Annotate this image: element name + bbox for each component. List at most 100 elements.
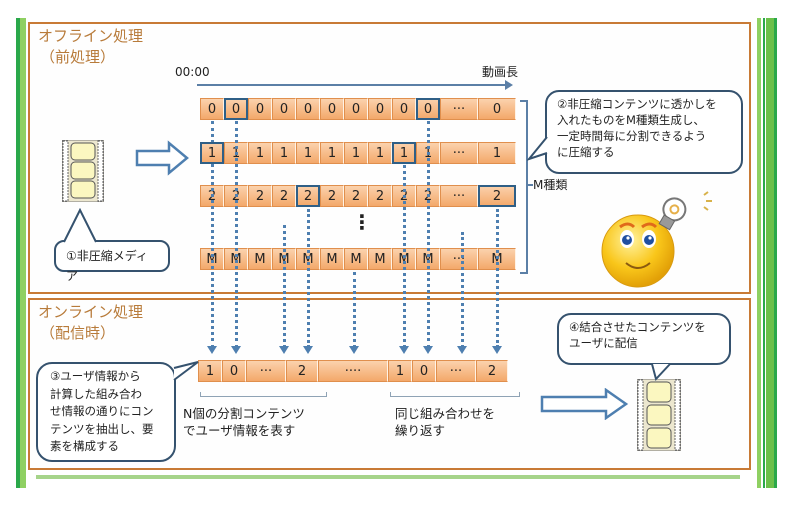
segment-cell: 1 [368,142,392,164]
segment-cell: 1 [296,142,320,164]
selected-segment-cell: 0 [224,98,248,120]
connector-arrowhead [231,346,241,354]
segment-cell: 2 [368,185,392,207]
segment-cell: 0 [344,98,368,120]
segment-cell: M [344,248,368,270]
brace-left-line: N個の分割コンテンツ [183,406,305,421]
connector-dotted-line [496,209,499,348]
output-segment-cell: 2 [286,360,318,382]
bubble3-line: 計算した組み合わ [50,386,142,401]
selected-segment-cell: 1 [392,142,416,164]
bottom-green-bar [36,475,740,479]
selected-segment-cell: 2 [478,185,516,207]
segment-cell: 0 [478,98,516,120]
connector-dotted-line [353,272,356,348]
film-icon-output [636,378,682,452]
timeline-end: 動画長 [482,65,519,79]
output-segment-cell: ··· [436,360,476,382]
bubble4-line: ④結合させたコンテンツを [569,320,706,334]
brace-right [390,392,520,397]
smiley-idea-icon [601,191,712,288]
segment-cell: 1 [248,142,272,164]
output-segment-cell: ···· [318,360,388,382]
watermark-explanation-bubble: ②非圧縮コンテンツに透かしを 入れたものをM種類生成し、 一定時間毎に分割できる… [545,90,743,174]
delivery-explanation-bubble: ④結合させたコンテンツを ユーザに配信 [557,313,731,365]
connector-dotted-line [307,209,310,348]
bubble3-line: ③ユーザ情報から [50,369,141,383]
bubble4-tail [651,363,671,381]
m-types-bracket-tick [527,184,533,186]
bubble3-line: テンツを抽出し、要 [50,421,154,436]
segment-cell: ··· [440,248,478,270]
right-green-bar-3 [766,18,774,488]
extraction-explanation-bubble: ③ユーザ情報から 計算した組み合わ せ情報の通りにコン テンツを抽出し、要 素を… [36,362,176,462]
bubble1-tail [63,208,97,243]
connector-arrowhead [207,346,217,354]
m-types-bracket [520,100,528,274]
right-green-bar-2 [763,18,765,488]
offline-title: オフライン処理 [38,27,144,45]
segment-cell: M [320,248,344,270]
segment-cell: 0 [368,98,392,120]
output-segment-cell: ··· [246,360,286,382]
segment-cell: 0 [200,98,224,120]
connector-dotted-line [461,232,464,348]
left-green-bar [16,18,20,488]
online-title: オンライン処理 [38,303,144,321]
timeline-arrow-head [505,80,513,90]
brace-left-line: でユーザ情報を表す [183,423,296,438]
connector-dotted-line [235,121,238,348]
connector-arrowhead [423,346,433,354]
bubble3-line: 素を構成する [50,439,119,453]
process-arrow-icon [135,140,189,176]
connector-dotted-line [403,165,406,348]
left-green-bar-light [20,18,26,488]
segment-cell: 2 [320,185,344,207]
right-green-bar-4 [774,18,777,488]
selected-segment-cell: 0 [416,98,440,120]
film-icon-source [61,139,105,203]
output-segment-cell: 0 [412,360,436,382]
segment-cell: 2 [248,185,272,207]
connector-arrowhead [457,346,467,354]
connector-dotted-line [427,121,430,348]
segment-cell: 0 [248,98,272,120]
segment-cell: 2 [272,185,296,207]
segment-cell: 1 [344,142,368,164]
source-media-text: ①非圧縮メディア [66,249,148,283]
bubble2-line: ②非圧縮コンテンツに透かしを [557,97,717,111]
selected-segment-cell: 1 [200,142,224,164]
source-media-label: ①非圧縮メディア [54,240,170,283]
segment-cell: 1 [320,142,344,164]
bubble3-line: せ情報の通りにコン [50,404,154,418]
online-subtitle: （配信時） [40,324,116,342]
bubble2-line: 一定時間毎に分割できるよう [557,129,707,143]
connector-arrowhead [303,346,313,354]
segment-cell: 0 [272,98,296,120]
timeline-arrow-line [197,84,507,86]
offline-subtitle: （前処理） [40,48,116,66]
segment-cell: M [368,248,392,270]
brace-right-line: 繰り返す [395,423,446,438]
segment-cell: 0 [392,98,416,120]
segment-cell: 1 [478,142,516,164]
m-types-label: M種類 [533,178,568,192]
segment-cell: 1 [272,142,296,164]
connector-dotted-line [283,225,286,348]
bubble3-tail [173,361,199,381]
segment-cell: 0 [296,98,320,120]
output-segment-cell: 0 [222,360,246,382]
segment-cell: ··· [440,142,478,164]
connector-arrowhead [492,346,502,354]
brace-right-line: 同じ組み合わせを [395,406,496,421]
selected-segment-cell: 2 [296,185,320,207]
bubble4-line: ユーザに配信 [569,336,638,350]
connector-dotted-line [211,121,214,348]
connector-arrowhead [349,346,359,354]
right-green-bar [757,18,761,488]
output-segment-cell: 2 [476,360,508,382]
